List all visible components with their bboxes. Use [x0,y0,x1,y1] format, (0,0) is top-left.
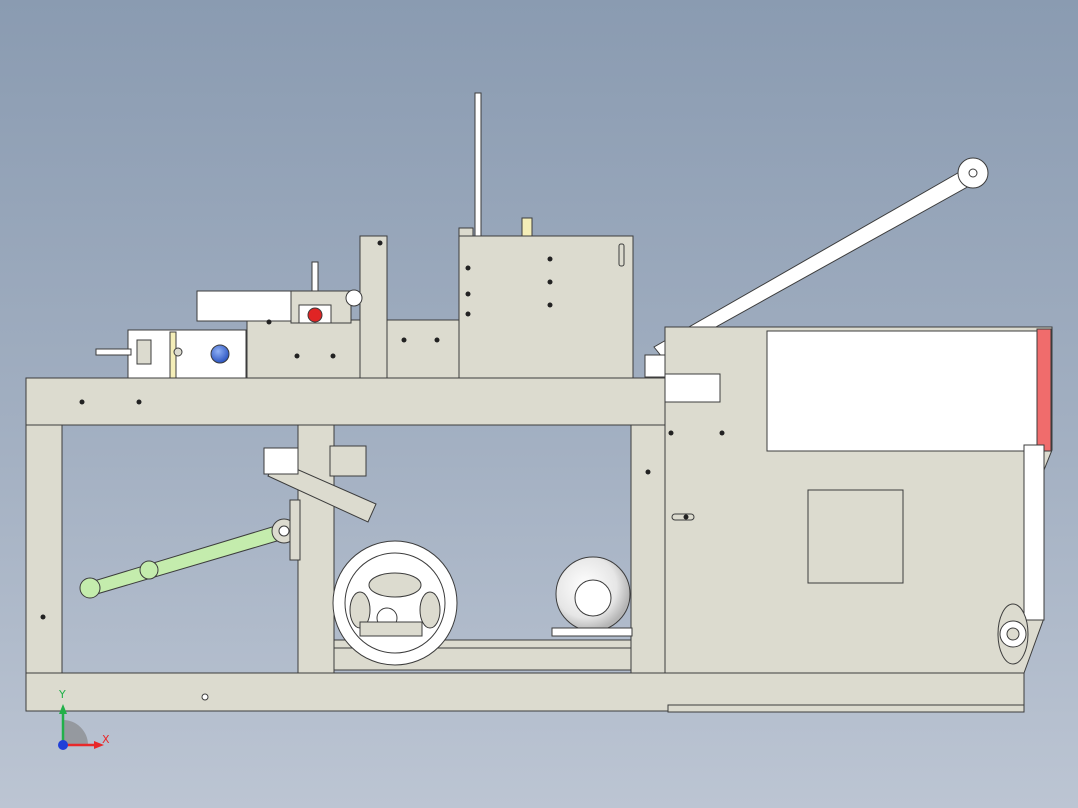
bearing-block [997,603,1029,665]
top-beam [25,377,666,426]
blue-knob [210,344,230,364]
green-arm [79,518,297,599]
y-axis-label: Y [59,688,66,701]
holes [40,240,725,701]
top-carriage [196,290,292,322]
upper-mid-block [246,319,460,379]
vertical-rod [474,92,482,239]
yellow-post [521,217,533,239]
window-cutout [807,489,904,584]
left-leg [25,424,63,674]
right-leg [630,424,666,674]
triad-origin [58,740,68,750]
upper-post [359,235,388,379]
red-strip [1036,328,1052,452]
handwheel [332,540,458,666]
red-knob [307,307,323,323]
upper-right-block [458,235,634,379]
right-panel [766,330,1038,452]
triad-quadrant [63,720,88,745]
middle-leg [297,424,335,674]
tilted-bracket [263,445,377,561]
axis-triad [58,704,104,750]
lever-arm [653,157,989,358]
left-pin [95,348,132,356]
x-axis-label: X [102,733,110,746]
